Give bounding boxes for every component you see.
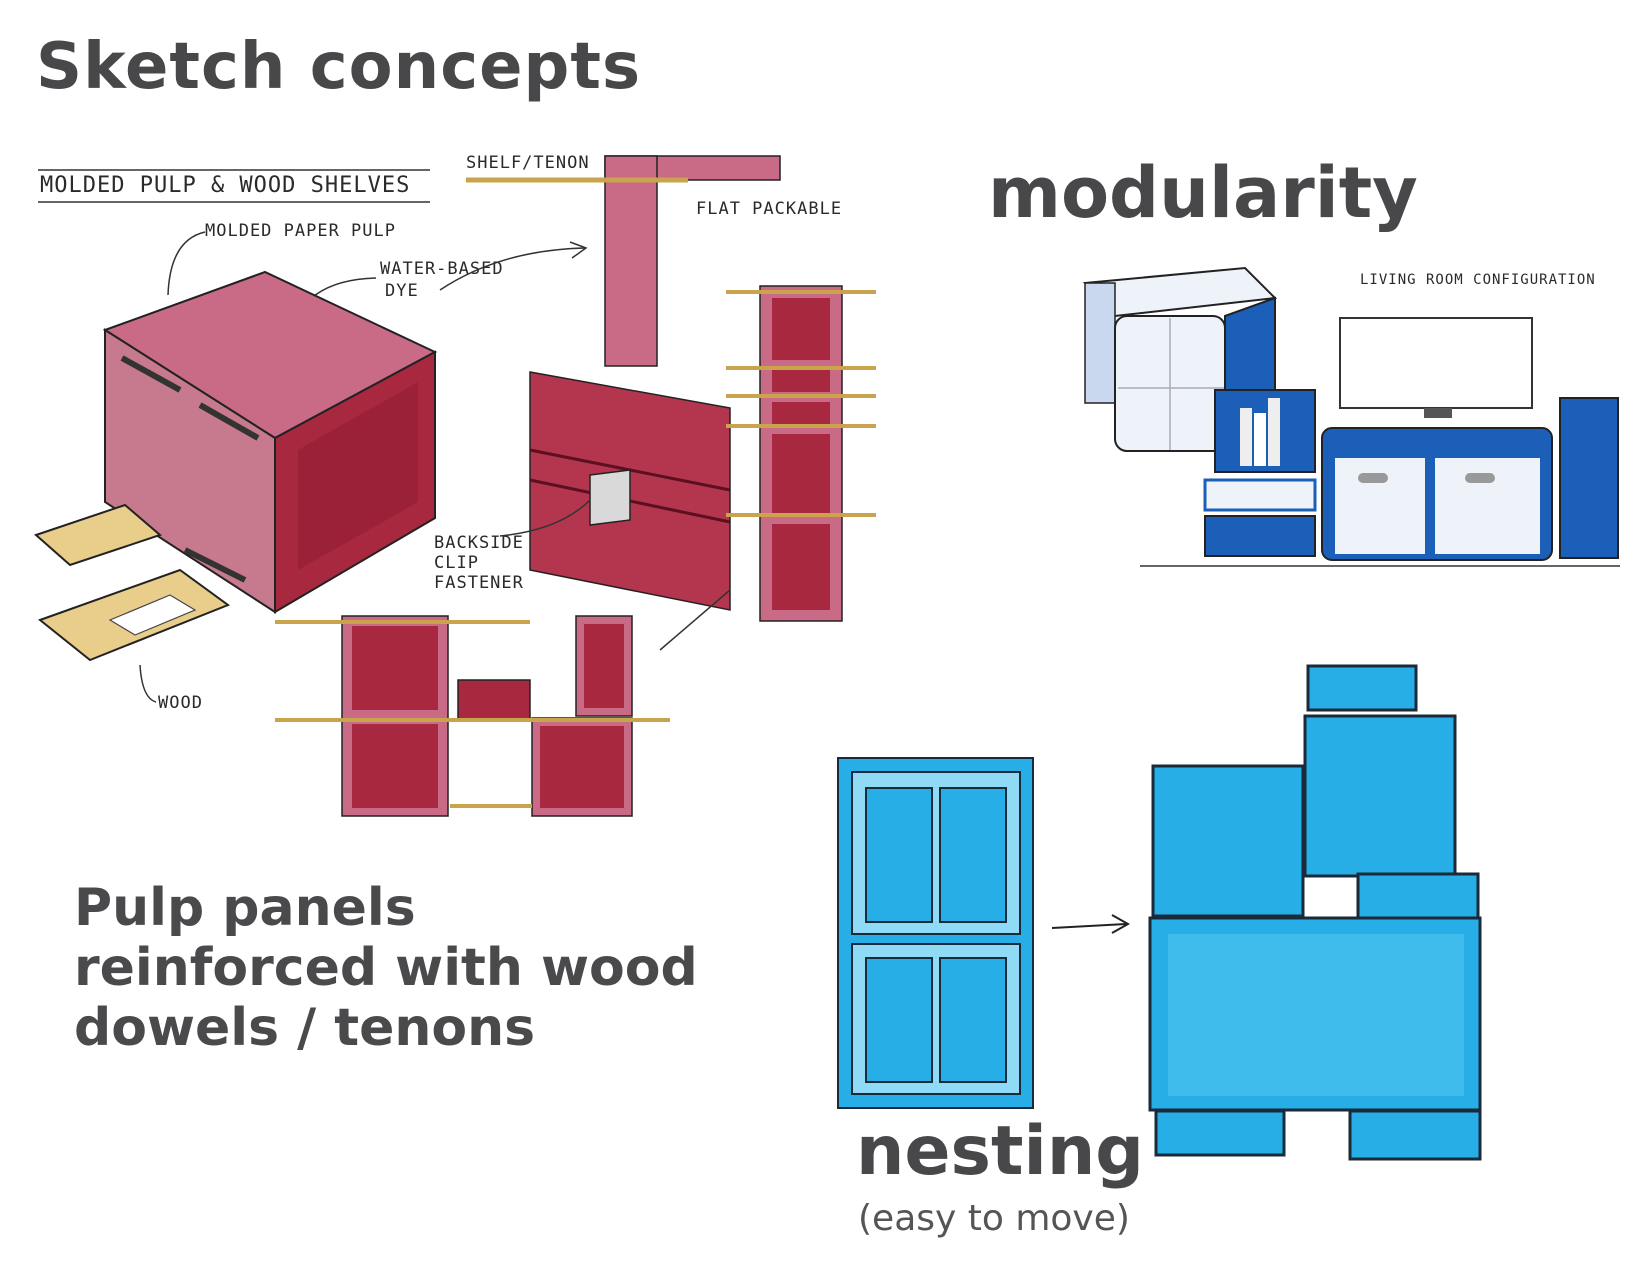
right-unit	[1559, 397, 1619, 559]
pulp-shelves-sketch: MOLDED PULP & WOOD SHELVES MOLDED PAPER …	[34, 153, 876, 817]
label-living-room: LIVING ROOM CONFIGURATION	[1360, 272, 1596, 288]
label-clip: CLIP	[434, 553, 479, 573]
nesting-sketch	[837, 664, 1482, 1161]
nesting-subheading: (easy to move)	[858, 1198, 1130, 1239]
tv-outline	[1339, 317, 1533, 409]
nesting-unit-expanded	[1148, 664, 1482, 1161]
wood-plank-1	[34, 503, 162, 567]
media-console	[1321, 427, 1553, 561]
label-water-based: WATER-BASED	[380, 259, 504, 279]
label-backside: BACKSIDE	[434, 533, 524, 553]
nesting-heading: nesting	[856, 1112, 1144, 1191]
caption-line-1: Pulp panels	[74, 878, 416, 938]
arrow-icon	[1051, 914, 1131, 934]
label-shelf-tenon: SHELF/TENON	[466, 153, 590, 173]
label-molded-paper-pulp: MOLDED PAPER PULP	[205, 221, 396, 241]
label-wood: WOOD	[158, 693, 203, 713]
label-flat-packable: FLAT PACKABLE	[696, 199, 842, 219]
modularity-heading: modularity	[988, 152, 1418, 234]
sketch-heading: MOLDED PULP & WOOD SHELVES	[40, 173, 410, 198]
stacked-shelf-tall	[726, 285, 876, 622]
low-shelving-unit	[275, 615, 670, 817]
bookshelf-unit	[1203, 389, 1317, 557]
label-fastener: FASTENER	[434, 573, 524, 593]
pulp-caption: Pulp panels reinforced with wood dowels …	[74, 878, 698, 1058]
modularity-sketch: LIVING ROOM CONFIGURATION	[1082, 266, 1620, 567]
page-title: Sketch concepts	[36, 30, 642, 104]
caption-line-3: dowels / tenons	[74, 998, 536, 1058]
nesting-unit-compact	[837, 757, 1034, 1109]
label-dye: DYE	[385, 281, 419, 301]
caption-line-2: reinforced with wood	[74, 938, 698, 998]
